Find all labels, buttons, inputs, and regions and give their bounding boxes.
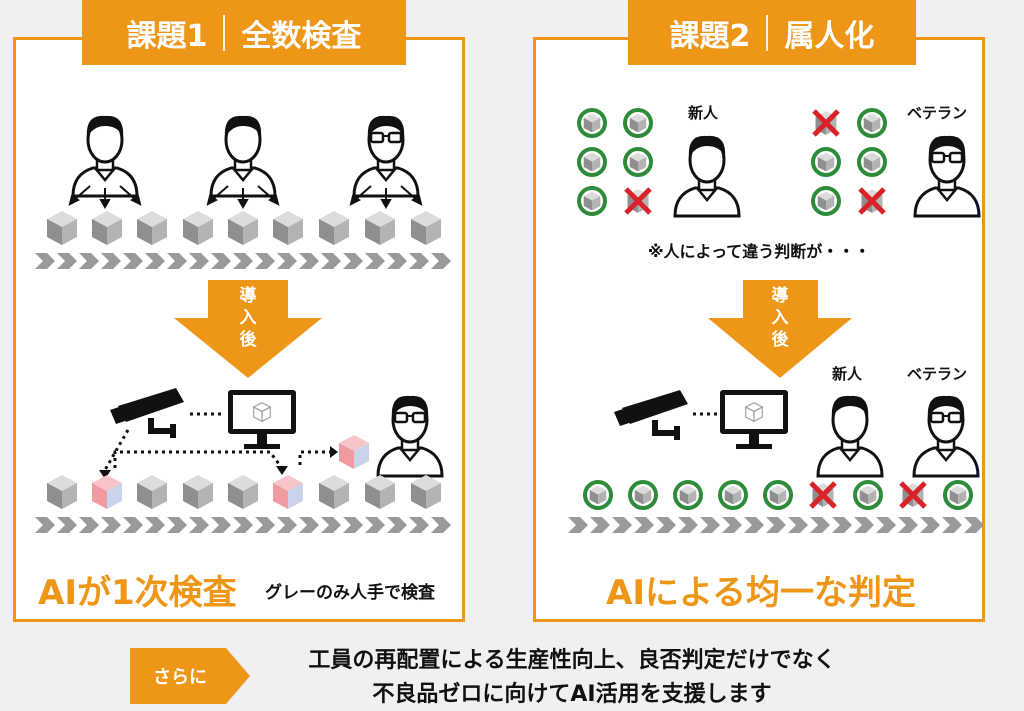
left-tab: 課題1 全数検査 — [82, 0, 406, 65]
badge-text: さらに — [153, 667, 207, 688]
monitor-icon — [227, 389, 297, 450]
right-headline: AIによる均一な判定 — [606, 573, 916, 613]
left-tab-title: 全数検査 — [241, 18, 362, 54]
left-down-arrow — [174, 280, 322, 378]
label-veteran-after: ベテラン — [907, 365, 968, 383]
worker-3-icon — [352, 114, 420, 198]
routing-lines — [103, 429, 330, 471]
monitor-icon-right — [719, 389, 789, 450]
judgement-row-right — [585, 482, 971, 508]
tab-divider — [223, 14, 226, 51]
veteran-icon — [913, 134, 981, 218]
tab-divider — [766, 14, 769, 51]
newcomer-judgement-grid — [579, 110, 651, 214]
newcomer-after-icon — [816, 394, 884, 478]
product-row-top — [47, 211, 441, 245]
right-tab-title: 属人化 — [784, 18, 875, 54]
right-tab: 課題2 属人化 — [628, 0, 916, 65]
bottom-line-1: 工員の再配置による生産性向上、良否判定だけでなく — [308, 648, 836, 673]
label-veteran: ベテラン — [907, 104, 968, 122]
camera-icon-right — [614, 390, 688, 440]
label-newcomer: 新人 — [688, 104, 719, 122]
veteran-after-icon — [912, 394, 980, 478]
left-headline: AIが1次検査 — [38, 573, 237, 613]
conveyor-top-left — [35, 253, 451, 269]
inspector-icon — [376, 394, 444, 478]
badge: さらに — [130, 648, 250, 704]
label-newcomer-after: 新人 — [832, 365, 863, 383]
right-down-arrow — [708, 280, 852, 378]
badge-shape — [130, 648, 250, 704]
veteran-judgement-grid — [813, 110, 885, 214]
product-row-bottom-left — [47, 475, 441, 509]
newcomer-icon — [673, 134, 741, 218]
left-tab-prefix: 課題1 — [126, 18, 208, 54]
right-arrow-label: 導入後 — [771, 286, 789, 350]
bottom-line-2: 不良品ゼロに向けてAI活用を支援します — [372, 682, 772, 707]
inspection-arrows — [68, 185, 423, 210]
judgement-caption: ※人によって違う判断が・・・ — [648, 242, 871, 261]
worker-2-icon — [209, 114, 277, 198]
left-arrow-label: 導入後 — [239, 286, 257, 350]
left-note: グレーのみ人手で検査 — [265, 583, 435, 603]
worker-1-icon — [71, 114, 139, 198]
camera-icon — [110, 388, 184, 438]
conveyor-bottom-right — [568, 517, 984, 533]
conveyor-bottom-left — [35, 517, 451, 533]
right-tab-prefix: 課題2 — [669, 18, 751, 54]
